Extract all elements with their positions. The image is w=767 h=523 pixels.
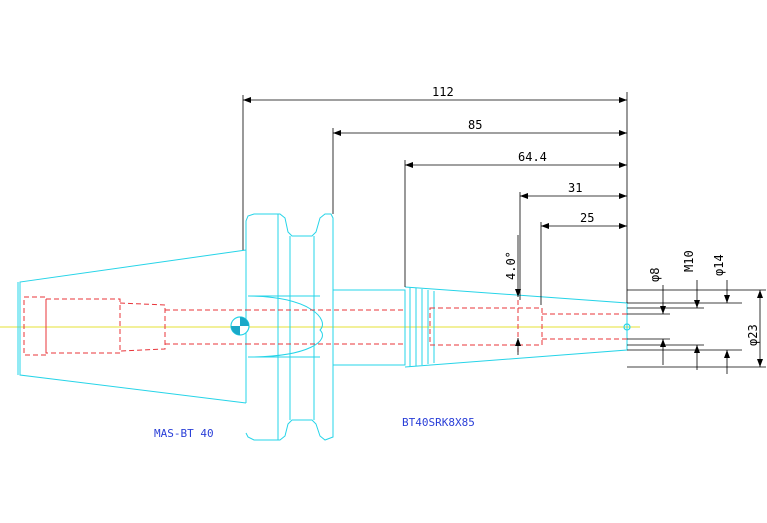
- flange: [245, 213, 334, 441]
- vertical-dimensions: [627, 280, 766, 374]
- dim-64-4: 64.4: [518, 150, 547, 164]
- tip-marker: [623, 323, 631, 331]
- dim-angle: 4.0°: [504, 251, 518, 280]
- dim-85: 85: [468, 118, 482, 132]
- taper-shank: [17, 249, 247, 404]
- dim-112: 112: [432, 85, 454, 99]
- dim-m10: M10: [682, 250, 696, 272]
- tool-label: BT40SRK8X85: [402, 416, 475, 429]
- dim-phi8: φ8: [648, 268, 662, 282]
- dim-phi23: φ23: [746, 324, 760, 346]
- dim-25: 25: [580, 211, 594, 225]
- holder-label: MAS-BT 40: [154, 427, 214, 440]
- hidden-bores: [23, 296, 627, 356]
- datum-symbol: [230, 316, 250, 336]
- horizontal-dimensions: [242, 92, 628, 305]
- dim-31: 31: [568, 181, 582, 195]
- dim-phi14: φ14: [712, 254, 726, 276]
